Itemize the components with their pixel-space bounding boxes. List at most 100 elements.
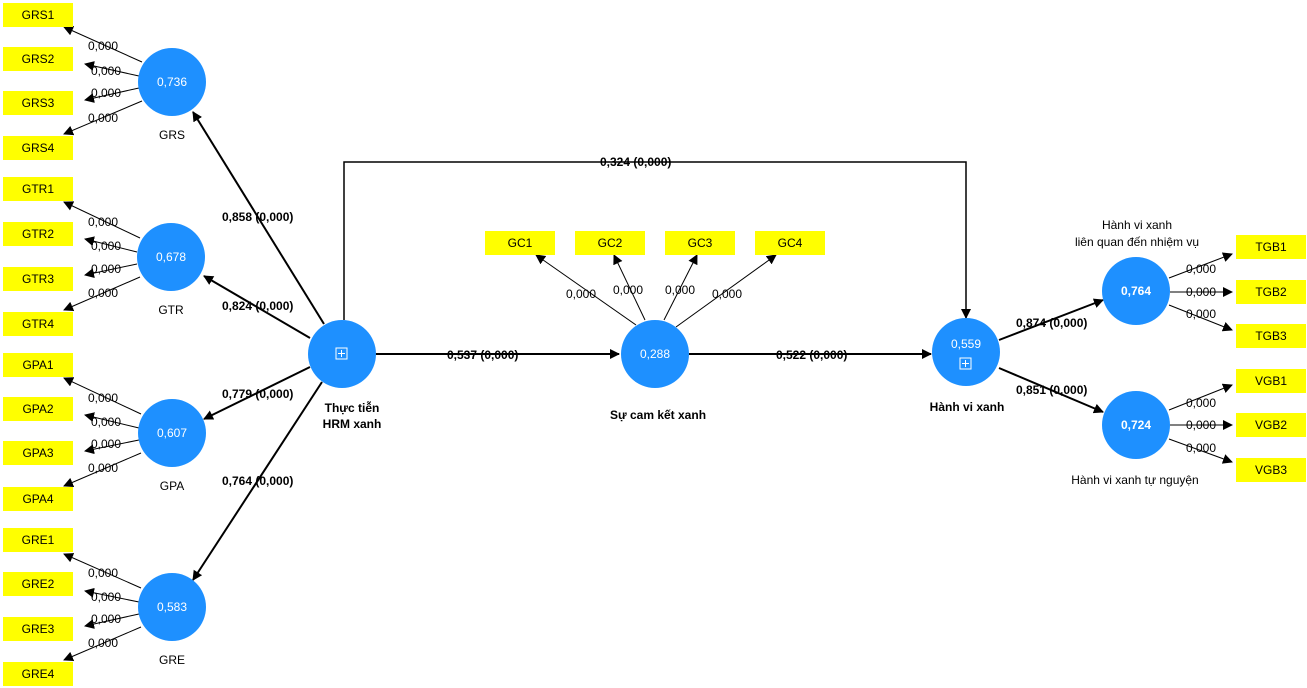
indicator-gc2[interactable]: GC2 bbox=[575, 231, 645, 255]
loading-label-gtr4: 0,000 bbox=[88, 286, 118, 300]
path-label-hrm-grs: 0,858 (0,000) bbox=[222, 210, 293, 224]
loading-label-grs4: 0,000 bbox=[88, 111, 118, 125]
construct-grs[interactable]: 0,736 bbox=[138, 48, 206, 116]
indicator-label: TGB1 bbox=[1255, 240, 1287, 254]
construct-hv[interactable]: 0,559 bbox=[932, 318, 1000, 386]
construct-label-vgb: Hành vi xanh tự nguyện bbox=[1071, 473, 1198, 487]
indicator-gpa1[interactable]: GPA1 bbox=[3, 353, 73, 377]
indicator-label: GRE4 bbox=[22, 667, 55, 681]
loading-edge-gre3 bbox=[84, 613, 140, 629]
loading-edge-tgb3 bbox=[1168, 304, 1233, 332]
indicator-vgb1[interactable]: VGB1 bbox=[1236, 369, 1306, 393]
indicator-tgb2[interactable]: TGB2 bbox=[1236, 280, 1306, 304]
construct-value: 0,583 bbox=[157, 600, 187, 614]
construct-label-hv: Hành vi xanh bbox=[930, 400, 1005, 414]
loading-label-vgb2: 0,000 bbox=[1186, 418, 1216, 432]
indicator-label: VGB2 bbox=[1255, 418, 1287, 432]
indicator-gre4[interactable]: GRE4 bbox=[3, 662, 73, 686]
loading-label-vgb1: 0,000 bbox=[1186, 396, 1216, 410]
indicator-gpa3[interactable]: GPA3 bbox=[3, 441, 73, 465]
indicator-tgb1[interactable]: TGB1 bbox=[1236, 235, 1306, 259]
indicator-gc3[interactable]: GC3 bbox=[665, 231, 735, 255]
construct-value: 0,678 bbox=[156, 250, 186, 264]
indicator-gtr2[interactable]: GTR2 bbox=[3, 222, 73, 246]
path-label-hrm-gtr: 0,824 (0,000) bbox=[222, 299, 293, 313]
indicator-gpa4[interactable]: GPA4 bbox=[3, 487, 73, 511]
indicator-gtr3[interactable]: GTR3 bbox=[3, 267, 73, 291]
construct-gre[interactable]: 0,583 bbox=[138, 573, 206, 641]
path-label-hrm-gpa: 0,779 (0,000) bbox=[222, 387, 293, 401]
path-label-gc-hv: 0,522 (0,000) bbox=[776, 348, 847, 362]
loading-edge-gpa4 bbox=[63, 452, 142, 488]
indicator-gtr1[interactable]: GTR1 bbox=[3, 177, 73, 201]
loading-label-gpa1: 0,000 bbox=[88, 391, 118, 405]
indicator-gc4[interactable]: GC4 bbox=[755, 231, 825, 255]
loading-label-tgb1: 0,000 bbox=[1186, 262, 1216, 276]
indicator-label: GRS2 bbox=[22, 52, 55, 66]
loading-edge-gpa1 bbox=[63, 377, 142, 415]
indicator-label: GTR3 bbox=[22, 272, 54, 286]
indicator-label: GPA3 bbox=[22, 446, 53, 460]
indicator-label: GC3 bbox=[688, 236, 713, 250]
construct-vgb[interactable]: 0,724 bbox=[1102, 391, 1170, 459]
loading-label-tgb3: 0,000 bbox=[1186, 307, 1216, 321]
indicator-gre2[interactable]: GRE2 bbox=[3, 572, 73, 596]
construct-value: 0,736 bbox=[157, 75, 187, 89]
loading-label-grs1: 0,000 bbox=[88, 39, 118, 53]
construct-labels: GRS GTR GPA GRE Thực tiễn HRM xanh Sự ca… bbox=[158, 128, 1199, 667]
loading-label-gtr3: 0,000 bbox=[91, 262, 121, 276]
loading-label-gre4: 0,000 bbox=[88, 636, 118, 650]
construct-label-grs: GRS bbox=[159, 128, 185, 142]
loading-label-gc4: 0,000 bbox=[712, 287, 742, 301]
indicators: GRS1 GRS2 GRS3 GRS4 GTR1 GTR2 GTR3 GTR4 … bbox=[3, 3, 1306, 686]
loading-label-gpa4: 0,000 bbox=[88, 461, 118, 475]
path-edge-hv-vgb bbox=[998, 367, 1104, 414]
path-label-hv-vgb: 0,851 (0,000) bbox=[1016, 383, 1087, 397]
loading-label-grs2: 0,000 bbox=[91, 64, 121, 78]
indicator-label: GRS4 bbox=[22, 141, 55, 155]
path-label-hv-tgb: 0,874 (0,000) bbox=[1016, 316, 1087, 330]
indicator-label: GPA1 bbox=[22, 358, 53, 372]
indicator-label: GTR2 bbox=[22, 227, 54, 241]
indicator-gtr4[interactable]: GTR4 bbox=[3, 312, 73, 336]
path-edge-hrm-gre bbox=[192, 381, 323, 581]
construct-gc[interactable]: 0,288 bbox=[621, 320, 689, 388]
loading-edge-gtr3 bbox=[84, 263, 138, 279]
indicator-vgb3[interactable]: VGB3 bbox=[1236, 458, 1306, 482]
indicator-gre1[interactable]: GRE1 bbox=[3, 528, 73, 552]
loading-edge-grs3 bbox=[84, 87, 140, 103]
indicator-grs4[interactable]: GRS4 bbox=[3, 136, 73, 160]
indicator-grs3[interactable]: GRS3 bbox=[3, 91, 73, 115]
path-edge-hrm-gpa bbox=[203, 366, 311, 420]
loading-edge-gre1 bbox=[63, 553, 142, 589]
path-label-hrm-gre: 0,764 (0,000) bbox=[222, 474, 293, 488]
indicator-gc1[interactable]: GC1 bbox=[485, 231, 555, 255]
construct-tgb[interactable]: 0,764 bbox=[1102, 257, 1170, 325]
loading-label-gc3: 0,000 bbox=[665, 283, 695, 297]
construct-hrm[interactable] bbox=[308, 320, 376, 388]
loading-labels: 0,000 0,000 0,000 0,000 0,000 0,000 0,00… bbox=[88, 39, 1216, 650]
loading-edge-grs4 bbox=[63, 100, 143, 136]
indicator-label: TGB2 bbox=[1255, 285, 1287, 299]
loading-label-gpa3: 0,000 bbox=[91, 437, 121, 451]
construct-gtr[interactable]: 0,678 bbox=[137, 223, 205, 291]
indicator-grs2[interactable]: GRS2 bbox=[3, 47, 73, 71]
indicator-label: GRS1 bbox=[22, 8, 55, 22]
construct-gpa[interactable]: 0,607 bbox=[138, 399, 206, 467]
indicator-gre3[interactable]: GRE3 bbox=[3, 617, 73, 641]
path-edge-hrm-hv bbox=[343, 161, 971, 320]
indicator-vgb2[interactable]: VGB2 bbox=[1236, 413, 1306, 437]
indicator-label: GRE2 bbox=[22, 577, 55, 591]
loading-label-gc1: 0,000 bbox=[566, 287, 596, 301]
indicator-grs1[interactable]: GRS1 bbox=[3, 3, 73, 27]
indicator-gpa2[interactable]: GPA2 bbox=[3, 397, 73, 421]
path-labels: 0,858 (0,000) 0,824 (0,000) 0,779 (0,000… bbox=[222, 155, 1087, 488]
construct-label-hrm-line2: HRM xanh bbox=[323, 417, 382, 431]
loading-label-gre1: 0,000 bbox=[88, 566, 118, 580]
indicator-tgb3[interactable]: TGB3 bbox=[1236, 324, 1306, 348]
construct-value: 0,724 bbox=[1121, 418, 1151, 432]
construct-value: 0,764 bbox=[1121, 284, 1151, 298]
loading-label-gre3: 0,000 bbox=[91, 612, 121, 626]
loading-edge-gre2 bbox=[84, 587, 140, 603]
